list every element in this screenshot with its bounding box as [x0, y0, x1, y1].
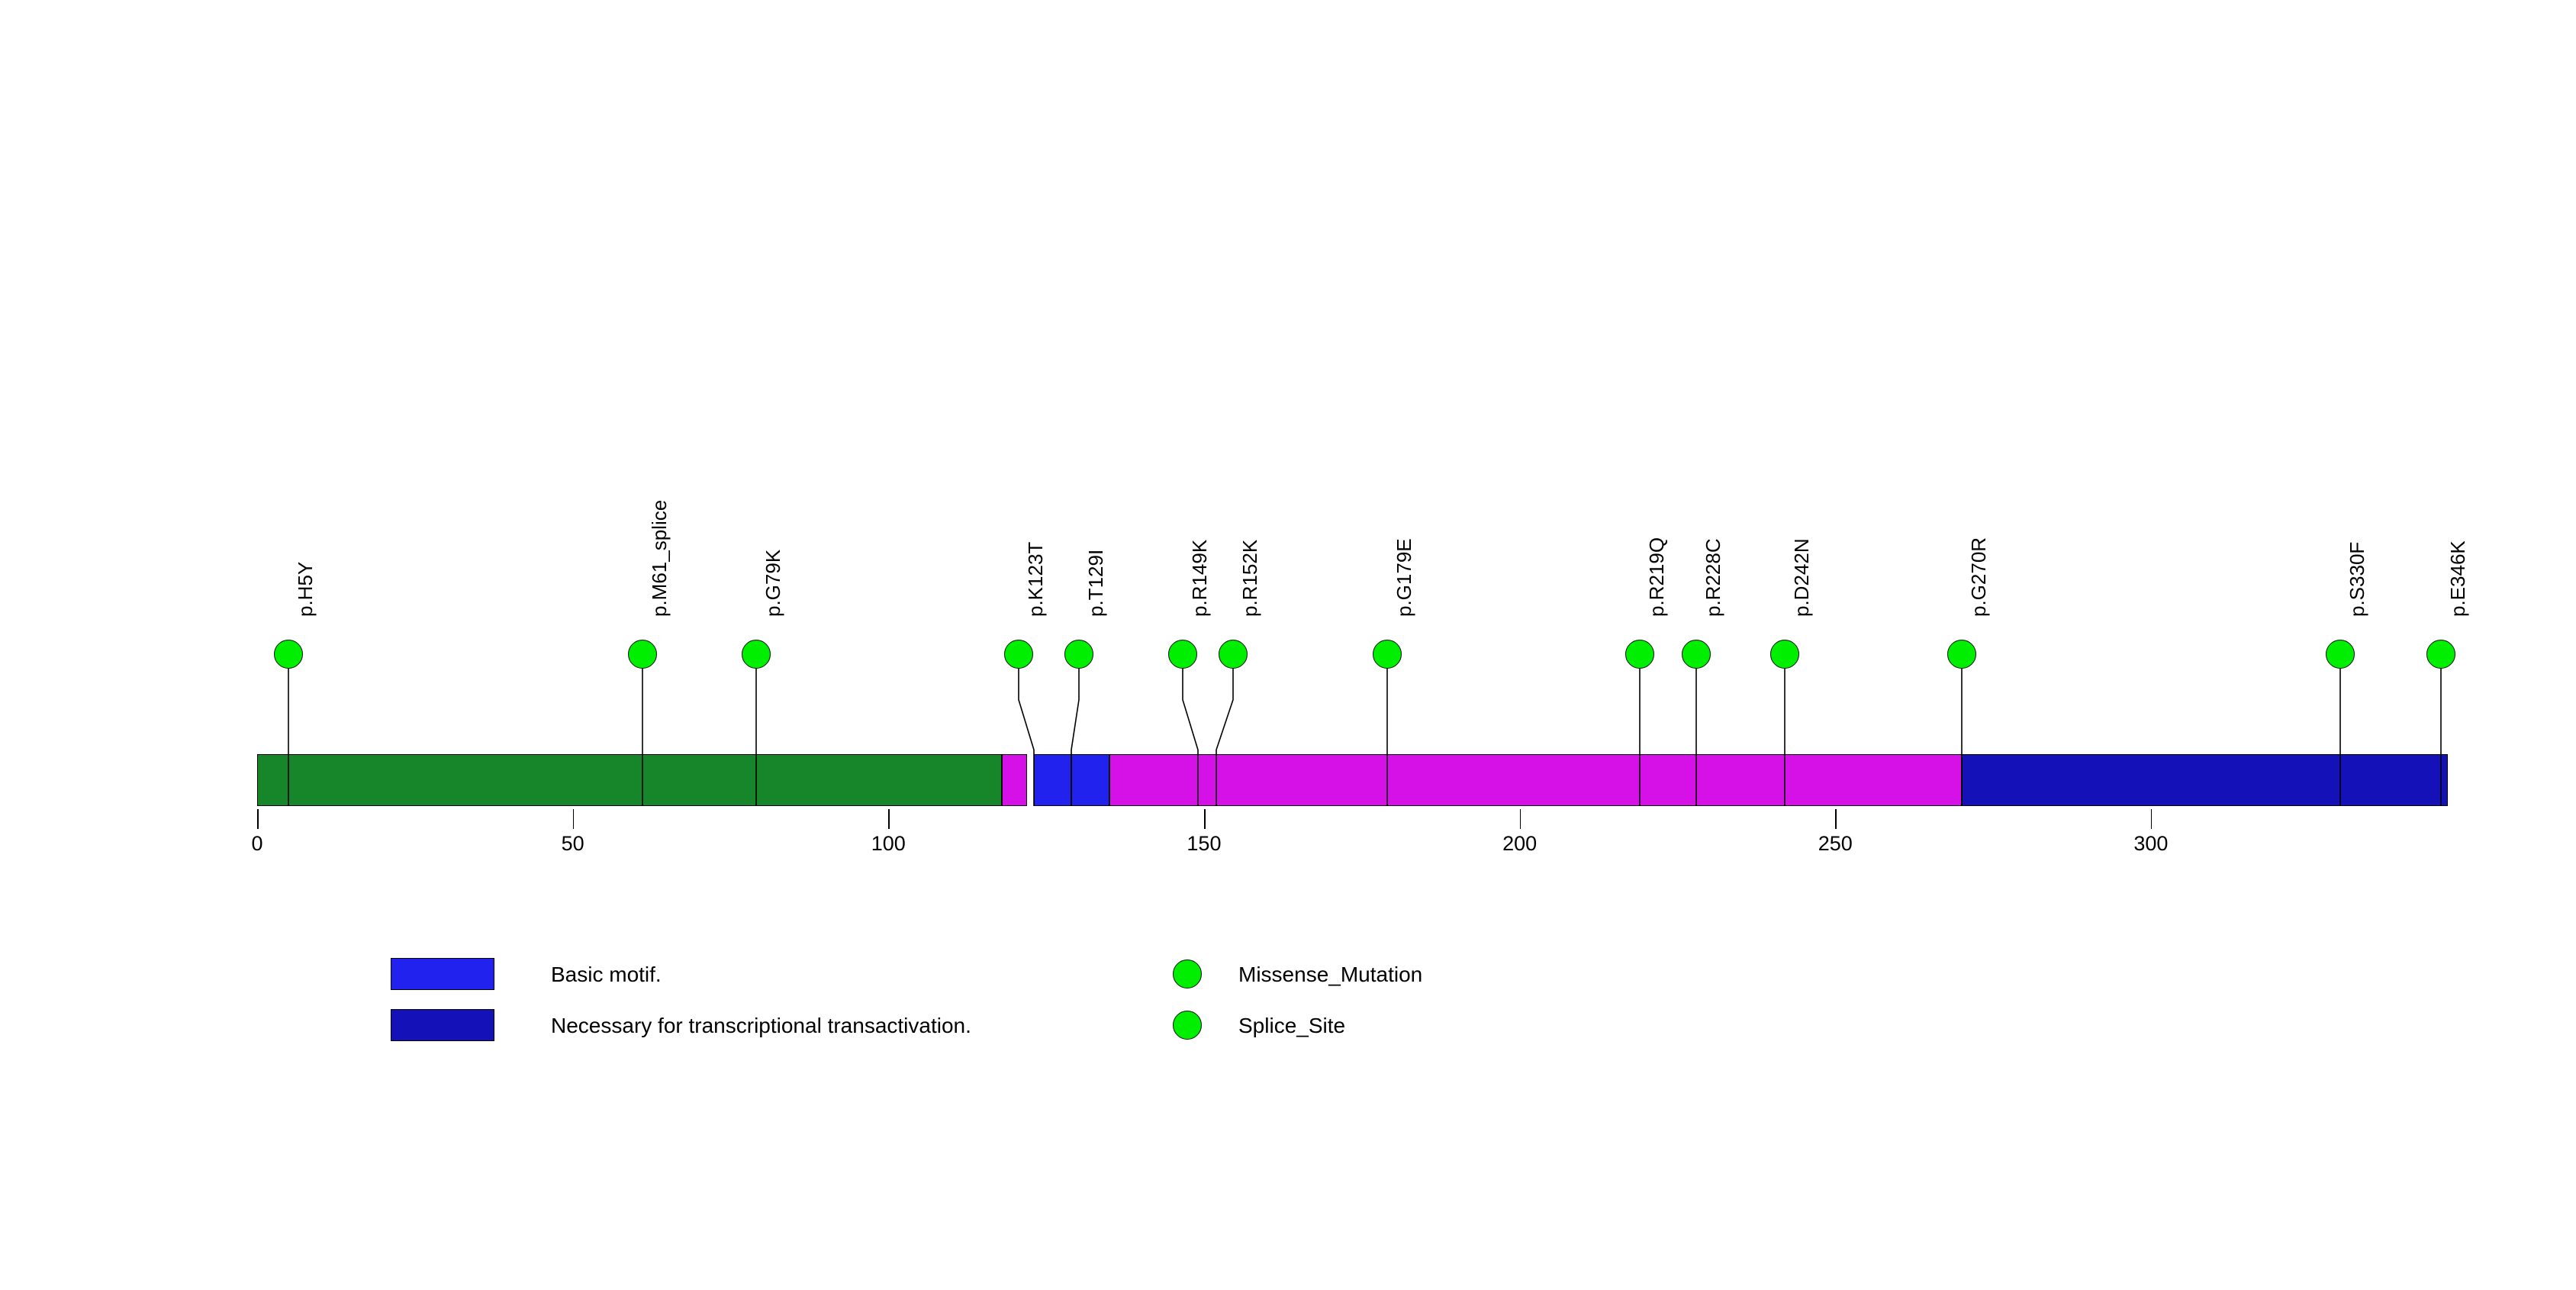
- legend-mutation-label: Splice_Site: [1238, 1014, 1346, 1037]
- mutation-label: p.G270R: [1966, 537, 1990, 617]
- mutation-dot[interactable]: [1167, 640, 1197, 669]
- lollipop-stem: [1638, 654, 1641, 806]
- domain-segment[interactable]: [1033, 754, 1072, 806]
- legend-domain-label: Necessary for transcriptional transactiv…: [551, 1014, 971, 1037]
- axis-tick: [1835, 809, 1837, 829]
- mutation-label: p.S330F: [2346, 541, 2369, 617]
- lollipop-stem: [1216, 654, 1235, 806]
- mutation-label: p.H5Y: [294, 561, 317, 617]
- mutation-label: p.R228C: [1702, 538, 1725, 617]
- legend-domain-label: Basic motif.: [551, 963, 662, 986]
- lollipop-stem: [641, 654, 643, 806]
- mutation-label: p.T129I: [1084, 549, 1108, 617]
- legend-domain-swatch: [391, 1009, 494, 1041]
- mutation-dot[interactable]: [1003, 640, 1033, 669]
- axis-tick-label: 300: [2133, 832, 2169, 855]
- lollipop-stem: [2440, 654, 2442, 806]
- domain-segment[interactable]: [257, 754, 1003, 806]
- lollipop-stem: [1784, 654, 1785, 806]
- lollipop-stem: [1017, 654, 1035, 806]
- legend-mutation-dot: [1173, 959, 1202, 988]
- axis-tick: [257, 809, 259, 829]
- mutation-label: p.G79K: [761, 549, 784, 617]
- mutation-dot[interactable]: [2326, 640, 2355, 669]
- mutation-label: p.R152K: [1238, 539, 1262, 617]
- lollipop-stem: [1960, 654, 1963, 806]
- axis-tick-label: 150: [1187, 832, 1222, 855]
- axis-tick-label: 100: [871, 832, 906, 855]
- mutation-label: p.E346K: [2446, 540, 2470, 617]
- domain-segment[interactable]: [1002, 754, 1028, 806]
- legend-domain-swatch: [391, 958, 494, 990]
- axis-tick-label: 0: [251, 832, 263, 855]
- lollipop-stem: [2339, 654, 2341, 806]
- axis-tick: [2150, 809, 2153, 829]
- mutation-label: p.M61_splice: [647, 499, 671, 617]
- axis-tick-label: 50: [561, 832, 584, 855]
- axis-tick: [1519, 809, 1521, 829]
- lollipop-stem: [755, 654, 757, 806]
- mutation-dot[interactable]: [1946, 640, 1976, 669]
- mutation-dot[interactable]: [1219, 640, 1248, 669]
- lollipop-stem: [1071, 654, 1080, 806]
- mutation-dot[interactable]: [1682, 640, 1711, 669]
- mutation-label: p.R219Q: [1644, 537, 1668, 617]
- mutation-dot[interactable]: [627, 640, 657, 669]
- axis-tick: [1203, 809, 1206, 829]
- lollipop-stem: [1695, 654, 1698, 806]
- axis-tick: [572, 809, 575, 829]
- mutation-dot[interactable]: [274, 640, 304, 669]
- mutation-dot[interactable]: [1770, 640, 1800, 669]
- axis-tick-label: 200: [1502, 832, 1538, 855]
- mutation-label: p.R149K: [1187, 539, 1211, 617]
- mutation-dot[interactable]: [1624, 640, 1654, 669]
- axis-tick: [888, 809, 890, 829]
- domain-segment[interactable]: [1961, 754, 2448, 806]
- mutation-label: p.G179E: [1392, 538, 1415, 617]
- mutation-dot[interactable]: [1372, 640, 1402, 669]
- legend-mutation-label: Missense_Mutation: [1238, 963, 1423, 986]
- mutation-dot[interactable]: [1064, 640, 1094, 669]
- lollipop-stem: [1386, 654, 1388, 806]
- legend-mutation-dot: [1173, 1011, 1202, 1040]
- domain-segment[interactable]: [1109, 754, 1962, 806]
- lollipop-stem: [288, 654, 290, 806]
- mutation-dot[interactable]: [741, 640, 771, 669]
- mutation-label: p.K123T: [1023, 541, 1047, 617]
- mutation-label: p.D242N: [1790, 538, 1814, 617]
- lollipop-stem: [1181, 654, 1199, 806]
- mutation-dot[interactable]: [2426, 640, 2456, 669]
- axis-tick-label: 250: [1818, 832, 1853, 855]
